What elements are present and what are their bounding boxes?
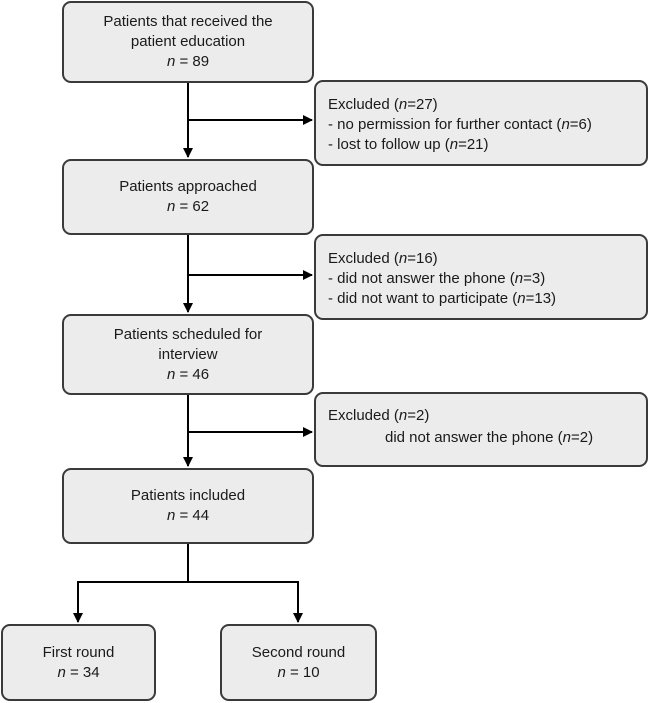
n-symbol: n (398, 407, 408, 424)
n-symbol: n (517, 290, 526, 307)
box-second-round: Second round n = 10 (220, 624, 377, 701)
box-text-line: Second round (251, 643, 346, 661)
n-symbol: n (398, 96, 408, 113)
n-symbol: n (166, 53, 176, 70)
excluded-title: Excluded (n=16) (328, 249, 634, 269)
reason-text: - lost to follow up ( (328, 136, 450, 153)
box-patients-included: Patients included n = 44 (62, 468, 314, 544)
excluded-title-text: Excluded ( (328, 96, 399, 113)
patient-count: n = 62 (167, 197, 209, 217)
box-patients-approached: Patients approached n = 62 (62, 159, 314, 235)
box-text-line: Patients scheduled for (113, 325, 263, 343)
n-value: = 44 (175, 507, 210, 524)
box-text-line: Patients approached (119, 178, 257, 195)
reason-count: =6) (569, 116, 592, 133)
n-symbol: n (562, 429, 571, 446)
box-first-round: First round n = 34 (1, 624, 156, 701)
box-text-line: Patients included (130, 487, 246, 504)
n-symbol: n (57, 663, 66, 681)
excluded-count: =16) (407, 250, 438, 267)
patient-count: n = 34 (57, 663, 99, 683)
reason-text: did not answer the phone ( (385, 429, 563, 446)
excluded-title-text: Excluded ( (328, 407, 399, 424)
excluded-reason: - lost to follow up (n=21) (328, 135, 634, 155)
excluded-title: Excluded (n=2) (328, 406, 634, 426)
reason-count: =3) (523, 270, 546, 287)
n-value: = 46 (175, 365, 210, 383)
n-value: = 89 (175, 53, 210, 70)
n-symbol: n (166, 365, 176, 383)
excluded-reason: did not answer the phone (n=2) (328, 428, 634, 448)
patient-count: n = 10 (277, 663, 319, 683)
box-excluded-3: Excluded (n=2) did not answer the phone … (314, 392, 648, 467)
box-excluded-2: Excluded (n=16) - did not answer the pho… (314, 234, 648, 320)
box-text-line: Patients that received the (103, 13, 273, 30)
excluded-title: Excluded (n=27) (328, 95, 634, 115)
n-symbol: n (449, 136, 459, 153)
excluded-reason: - no permission for further contact (n=6… (328, 115, 634, 135)
n-symbol: n (398, 250, 408, 267)
reason-text: - no permission for further contact ( (328, 116, 562, 133)
patient-count: n = 46 (167, 365, 209, 385)
reason-text: - did not want to participate ( (328, 290, 518, 307)
excluded-count: =27) (407, 96, 438, 113)
excluded-reason: - did not answer the phone (n=3) (328, 269, 634, 289)
box-patients-scheduled: Patients scheduled for interview n = 46 (62, 314, 314, 395)
n-symbol: n (561, 116, 570, 133)
n-value: = 62 (175, 198, 210, 215)
n-symbol: n (166, 507, 176, 524)
excluded-count: =2) (407, 407, 430, 424)
reason-count: =21) (458, 136, 489, 153)
reason-text: - did not answer the phone ( (328, 270, 515, 287)
n-value: = 10 (285, 663, 320, 681)
box-text-line: First round (42, 643, 115, 661)
reason-count: =13) (525, 290, 557, 307)
box-text-line: patient education (130, 33, 246, 50)
n-value: = 34 (65, 663, 100, 681)
n-symbol: n (166, 198, 176, 215)
n-symbol: n (277, 663, 286, 681)
patient-count: n = 89 (167, 52, 209, 72)
n-symbol: n (514, 270, 524, 287)
patient-count: n = 44 (167, 506, 209, 526)
reason-count: =2) (570, 429, 594, 446)
excluded-reason: - did not want to participate (n=13) (328, 289, 634, 309)
box-patient-education: Patients that received the patient educa… (62, 1, 314, 83)
box-excluded-1: Excluded (n=27) - no permission for furt… (314, 80, 648, 166)
box-text-line: interview (158, 345, 218, 363)
excluded-title-text: Excluded ( (328, 250, 399, 267)
